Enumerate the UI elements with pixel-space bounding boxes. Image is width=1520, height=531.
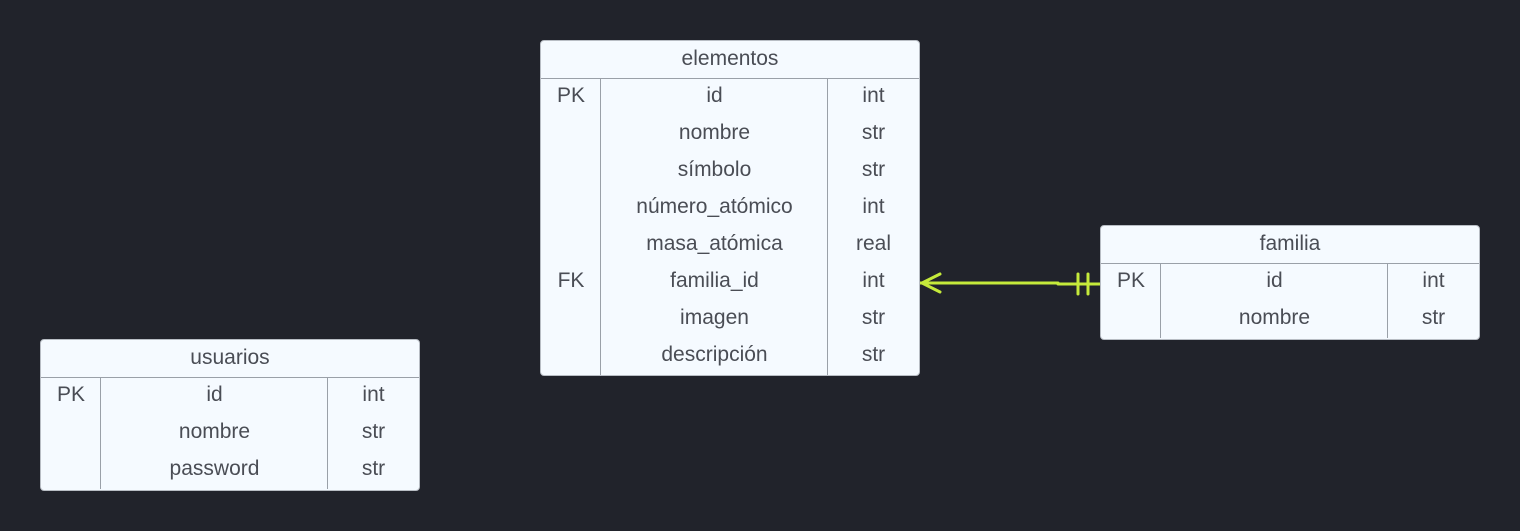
- attribute-type: str: [361, 457, 386, 480]
- attribute-type: str: [861, 343, 886, 366]
- attribute-type: str: [861, 158, 886, 181]
- attribute-name: imagen: [680, 306, 749, 329]
- attribute-key: FK: [557, 269, 585, 292]
- attribute-name: familia_id: [670, 269, 759, 292]
- attribute-name: nombre: [178, 420, 251, 443]
- attribute-row: imagen str: [541, 301, 919, 338]
- attribute-name: nombre: [1238, 306, 1311, 329]
- attribute-name: id: [1266, 269, 1283, 292]
- column-divider: [1387, 264, 1388, 338]
- attribute-name: id: [206, 383, 223, 406]
- attribute-name: número_atómico: [636, 195, 793, 218]
- attribute-name: descripción: [661, 343, 768, 366]
- attribute-key: PK: [556, 84, 585, 107]
- attribute-row: descripción str: [541, 338, 919, 375]
- attribute-key: [41, 452, 101, 489]
- attribute-type: int: [1422, 269, 1445, 292]
- entity-usuarios[interactable]: usuarios PK id int nombre str password s…: [40, 339, 420, 491]
- attribute-row: número_atómico int: [541, 190, 919, 227]
- column-divider: [100, 378, 101, 489]
- column-divider: [600, 79, 601, 375]
- entity-elementos[interactable]: elementos PK id int nombre str símbolo s…: [540, 40, 920, 376]
- attribute-type: str: [361, 420, 386, 443]
- attribute-key: PK: [56, 383, 85, 406]
- attribute-key: [541, 116, 601, 153]
- attribute-type: int: [862, 195, 885, 218]
- column-divider: [327, 378, 328, 489]
- attribute-key: [1101, 301, 1161, 338]
- attribute-row: nombre str: [541, 116, 919, 153]
- attribute-type: int: [362, 383, 385, 406]
- crows-foot-many-icon: [918, 272, 942, 294]
- attribute-name: id: [706, 84, 723, 107]
- entity-attributes: PK id int nombre str: [1101, 264, 1479, 338]
- column-divider: [827, 79, 828, 375]
- attribute-row: nombre str: [1101, 301, 1479, 338]
- attribute-row: símbolo str: [541, 153, 919, 190]
- attribute-key: PK: [1116, 269, 1145, 292]
- attribute-name: masa_atómica: [646, 232, 783, 255]
- attribute-type: str: [1421, 306, 1446, 329]
- attribute-type: str: [861, 121, 886, 144]
- attribute-type: int: [862, 269, 885, 292]
- attribute-type: str: [861, 306, 886, 329]
- attribute-row: PK id int: [1101, 264, 1479, 301]
- attribute-row: masa_atómica real: [541, 227, 919, 264]
- attribute-key: [541, 338, 601, 375]
- entity-title: familia: [1101, 226, 1479, 264]
- attribute-key: [41, 415, 101, 452]
- attribute-row: password str: [41, 452, 419, 489]
- attribute-row: FK familia_id int: [541, 264, 919, 301]
- attribute-row: PK id int: [41, 378, 419, 415]
- attribute-key: [541, 227, 601, 264]
- entity-familia[interactable]: familia PK id int nombre str: [1100, 225, 1480, 340]
- entity-title: usuarios: [41, 340, 419, 378]
- entity-attributes: PK id int nombre str símbolo str número_…: [541, 79, 919, 375]
- attribute-type: real: [855, 232, 892, 255]
- attribute-name: nombre: [678, 121, 751, 144]
- entity-attributes: PK id int nombre str password str: [41, 378, 419, 489]
- attribute-name: símbolo: [677, 158, 752, 181]
- attribute-name: password: [169, 457, 260, 480]
- entity-title: elementos: [541, 41, 919, 79]
- attribute-key: [541, 301, 601, 338]
- attribute-row: PK id int: [541, 79, 919, 116]
- attribute-type: int: [862, 84, 885, 107]
- attribute-row: nombre str: [41, 415, 419, 452]
- attribute-key: [541, 190, 601, 227]
- attribute-key: [541, 153, 601, 190]
- column-divider: [1160, 264, 1161, 338]
